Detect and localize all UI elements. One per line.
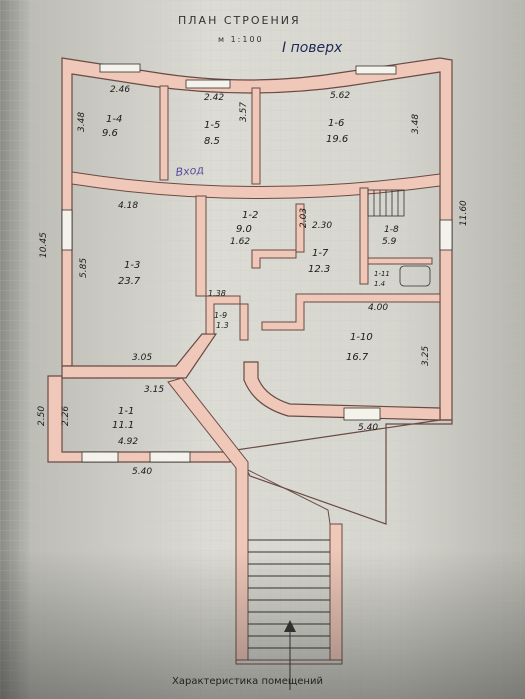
inner-partitions bbox=[195, 187, 441, 341]
room-labels: 1-4 9.6 1-5 8.5 1-6 19.6 1-2 9.0 1-3 23.… bbox=[102, 114, 399, 431]
svg-text:1-3: 1-3 bbox=[124, 260, 140, 271]
footer-label: Характеристика помещений bbox=[172, 676, 323, 687]
room-1-10: 1-10 16.7 bbox=[346, 332, 373, 363]
stair-steps bbox=[248, 539, 330, 690]
dim-r3-top: 4.18 bbox=[118, 201, 138, 211]
svg-text:1.4: 1.4 bbox=[374, 280, 385, 288]
room-1-1: 1-1 11.1 bbox=[112, 406, 134, 431]
svg-text:1-1: 1-1 bbox=[118, 406, 134, 417]
dim-top-right: 5.62 bbox=[330, 91, 350, 101]
dim-room4-wall: 3.57 bbox=[239, 102, 249, 122]
svg-text:11.1: 11.1 bbox=[112, 420, 134, 431]
dim-r1-bottom: 5.40 bbox=[132, 467, 152, 477]
room-1-9: 1-9 1.3 bbox=[214, 311, 229, 330]
dim-left-top: 3.48 bbox=[77, 112, 87, 132]
room-1-8: 1-8 5.9 bbox=[382, 225, 399, 247]
dim-r7-top: 2.30 bbox=[312, 221, 332, 231]
dim-right-top: 3.48 bbox=[411, 114, 421, 134]
plan-title: ПЛАН СТРОЕНИЯ bbox=[178, 14, 301, 27]
dim-r3-bottom: 3.05 bbox=[132, 353, 152, 363]
stair-direction-arrow-icon bbox=[284, 620, 296, 632]
bathtub-icon bbox=[399, 265, 431, 287]
svg-text:8.5: 8.5 bbox=[204, 136, 220, 147]
dim-r1-side-inner: 2.26 bbox=[61, 406, 71, 426]
room-1-4: 1-4 9.6 bbox=[102, 114, 122, 139]
dim-r1-inner-bottom: 4.92 bbox=[118, 437, 138, 447]
svg-text:16.7: 16.7 bbox=[346, 352, 369, 363]
room-1-3: 1-3 23.7 bbox=[118, 260, 141, 287]
floor-label: I поверх bbox=[282, 40, 343, 56]
dim-top-left: 2.46 bbox=[110, 85, 130, 95]
dim-r1-top: 3.15 bbox=[144, 385, 164, 395]
dim-r9-top: 1.38 bbox=[208, 289, 226, 298]
stair-corridor-walls bbox=[167, 377, 343, 665]
dim-r10-side: 3.25 bbox=[421, 346, 431, 366]
windows bbox=[61, 63, 453, 463]
room-1-11: 1-11 1.4 bbox=[374, 270, 390, 288]
dim-r1-side-outer: 2.50 bbox=[37, 406, 47, 426]
entrance-note: Вход bbox=[175, 163, 205, 179]
svg-text:19.6: 19.6 bbox=[326, 134, 348, 145]
dim-r7-side: 2.03 bbox=[299, 208, 309, 228]
svg-text:12.3: 12.3 bbox=[308, 264, 330, 275]
svg-text:1-5: 1-5 bbox=[204, 120, 220, 131]
dim-r2-inner: 1.62 bbox=[230, 237, 250, 247]
dim-right-total: 11.60 bbox=[459, 200, 469, 226]
dim-r10-bottom: 5.40 bbox=[358, 423, 378, 433]
corridor-wall bbox=[71, 171, 441, 199]
svg-text:9.6: 9.6 bbox=[102, 128, 118, 139]
svg-text:1-9: 1-9 bbox=[214, 311, 227, 320]
svg-text:1-2: 1-2 bbox=[242, 210, 258, 221]
svg-text:5.9: 5.9 bbox=[382, 237, 397, 247]
svg-text:1.3: 1.3 bbox=[216, 321, 229, 330]
svg-text:1-7: 1-7 bbox=[312, 248, 329, 259]
plan-scale: м 1:100 bbox=[218, 35, 264, 44]
svg-text:1-10: 1-10 bbox=[350, 332, 373, 343]
svg-text:1-8: 1-8 bbox=[384, 225, 399, 235]
small-stair bbox=[367, 189, 405, 217]
room-1-5: 1-5 8.5 bbox=[204, 120, 220, 147]
stair-outline bbox=[247, 469, 331, 525]
svg-text:23.7: 23.7 bbox=[118, 276, 141, 287]
svg-text:1-4: 1-4 bbox=[106, 114, 122, 125]
svg-text:1-11: 1-11 bbox=[374, 270, 390, 278]
room-1-6: 1-6 19.6 bbox=[326, 118, 348, 145]
room-1-2: 1-2 9.0 bbox=[236, 210, 258, 235]
dim-r10-top: 4.00 bbox=[368, 303, 388, 313]
svg-text:1-6: 1-6 bbox=[328, 118, 344, 129]
svg-text:9.0: 9.0 bbox=[236, 224, 252, 235]
room-1-7: 1-7 12.3 bbox=[308, 248, 330, 275]
top-partitions bbox=[159, 85, 261, 185]
dim-top-mid: 2.42 bbox=[204, 93, 224, 103]
dimension-labels: 2.46 2.42 5.62 3.48 3.57 3.48 11.60 10.4… bbox=[37, 85, 469, 477]
dim-left-total: 10.45 bbox=[39, 232, 49, 258]
dim-r3-side: 5.85 bbox=[79, 258, 89, 278]
